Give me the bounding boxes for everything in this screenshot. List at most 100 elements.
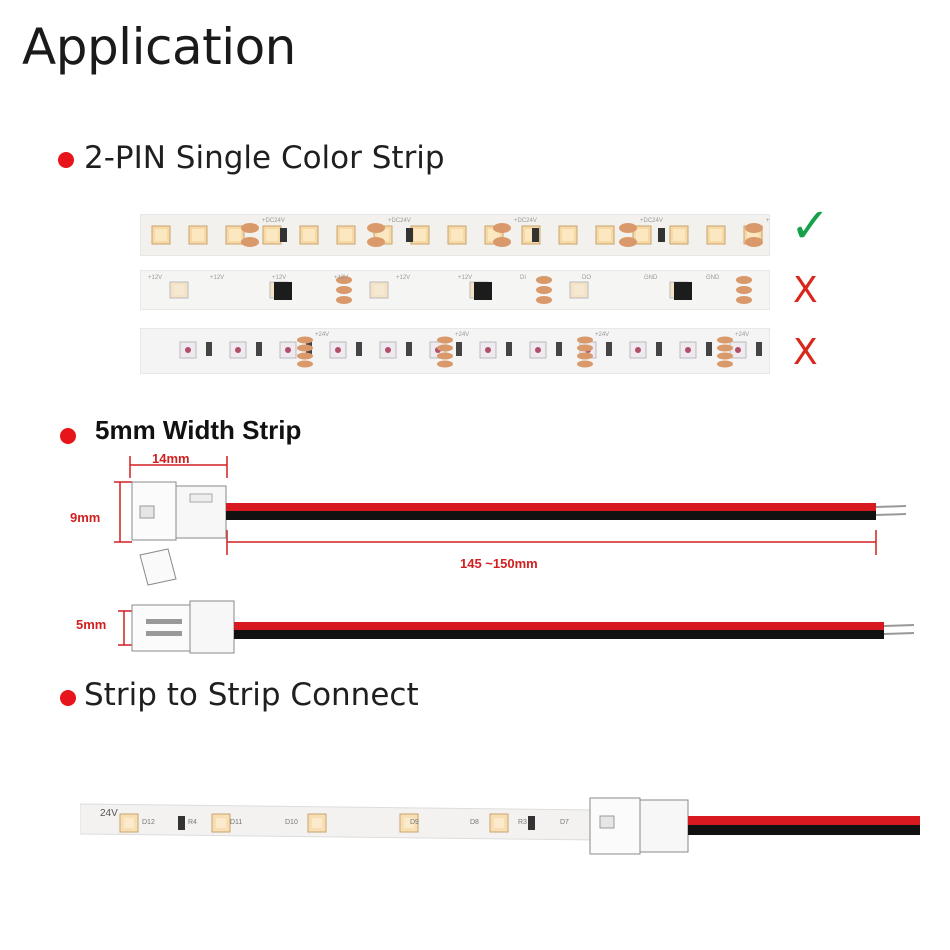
resistor — [406, 342, 412, 356]
led-lens — [340, 229, 352, 241]
solder-pad — [745, 223, 763, 233]
led-lens — [174, 285, 184, 295]
solder-pad — [577, 352, 593, 360]
component-label: R3 — [518, 819, 527, 826]
led-lens — [636, 229, 648, 241]
dimension-cable-length: 145 ~150mm — [460, 556, 538, 571]
bullet-icon — [60, 690, 76, 706]
resistor — [206, 342, 212, 356]
section-title-single-color: 2-PIN Single Color Strip — [84, 140, 445, 176]
led-lens — [124, 818, 134, 828]
pad-label: +12V — [396, 275, 410, 281]
pad-label: +12V — [334, 275, 348, 281]
led-lens — [599, 229, 611, 241]
strip-single-color: +DC24V+DC24V+DC24V+DC24V+DC24V — [140, 214, 770, 256]
led-lens — [562, 229, 574, 241]
led-lens — [574, 285, 584, 295]
section-title-connect: Strip to Strip Connect — [84, 677, 419, 713]
page-title: Application — [22, 18, 296, 76]
led-die — [185, 347, 191, 353]
solder-pad — [336, 296, 352, 304]
resistor — [756, 342, 762, 356]
pad-label: GND — [706, 275, 720, 281]
solder-pad — [717, 352, 733, 360]
solder-pad — [336, 286, 352, 294]
solder-pad — [297, 344, 313, 352]
component-label: D7 — [560, 819, 569, 826]
resistor — [556, 342, 562, 356]
pad-label: +DC24V — [640, 218, 663, 224]
solder-pad — [577, 336, 593, 344]
dimension-connector-height: 9mm — [70, 510, 101, 525]
component-label: D8 — [470, 819, 479, 826]
solder-pad — [717, 336, 733, 344]
led-lens — [673, 229, 685, 241]
led-lens — [155, 229, 167, 241]
pad-label: DI — [520, 275, 526, 281]
ic-chip — [274, 282, 292, 300]
solder-pad — [297, 360, 313, 368]
resistor — [532, 228, 539, 242]
dimension-connector-width: 14mm — [152, 451, 190, 466]
resistor — [528, 816, 535, 830]
resistor — [506, 342, 512, 356]
resistor — [606, 342, 612, 356]
bullet-icon — [60, 428, 76, 444]
led-die — [335, 347, 341, 353]
pad-label: +24V — [455, 332, 469, 338]
component-label: R4 — [188, 819, 197, 826]
bullet-icon — [58, 152, 74, 168]
led-die — [685, 347, 691, 353]
connector-diagram-open — [118, 548, 915, 654]
resistor — [656, 342, 662, 356]
cross-icon: X — [793, 332, 818, 373]
strip-label-voltage: 24V — [100, 808, 118, 819]
check-icon: ✓ — [790, 198, 831, 254]
led-die — [735, 347, 741, 353]
solder-pad — [736, 276, 752, 284]
solder-pad — [241, 237, 259, 247]
resistor — [456, 342, 462, 356]
pad-label: +12V — [210, 275, 224, 281]
resistor — [280, 228, 287, 242]
solder-pad — [536, 296, 552, 304]
resistor — [706, 342, 712, 356]
solder-pad — [297, 336, 313, 344]
solder-pad — [619, 223, 637, 233]
solder-pad — [577, 360, 593, 368]
component-label: D11 — [230, 819, 242, 826]
resistor — [178, 816, 185, 830]
solder-pad — [619, 237, 637, 247]
solder-pad — [736, 296, 752, 304]
section-title-width: 5mm Width Strip — [95, 415, 302, 445]
pad-label: GND — [644, 275, 658, 281]
pad-label: +DC24V — [514, 218, 537, 224]
strip-rgb-24v: +24V+24V+24V+24V — [140, 328, 770, 374]
resistor — [658, 228, 665, 242]
led-lens — [266, 229, 278, 241]
component-label: D12 — [142, 819, 155, 826]
led-lens — [303, 229, 315, 241]
led-lens — [404, 818, 414, 828]
led-lens — [192, 229, 204, 241]
solder-pad — [336, 276, 352, 284]
led-lens — [229, 229, 241, 241]
ic-chip — [674, 282, 692, 300]
solder-pad — [241, 223, 259, 233]
solder-pad — [437, 360, 453, 368]
solder-pad — [577, 344, 593, 352]
led-die — [385, 347, 391, 353]
resistor — [256, 342, 262, 356]
solder-pad — [536, 286, 552, 294]
led-die — [285, 347, 291, 353]
pad-label: +DC24V — [262, 218, 285, 224]
resistor — [406, 228, 413, 242]
solder-pad — [437, 336, 453, 344]
solder-pad — [367, 223, 385, 233]
led-lens — [312, 818, 322, 828]
solder-pad — [367, 237, 385, 247]
led-lens — [710, 229, 722, 241]
solder-pad — [745, 237, 763, 247]
